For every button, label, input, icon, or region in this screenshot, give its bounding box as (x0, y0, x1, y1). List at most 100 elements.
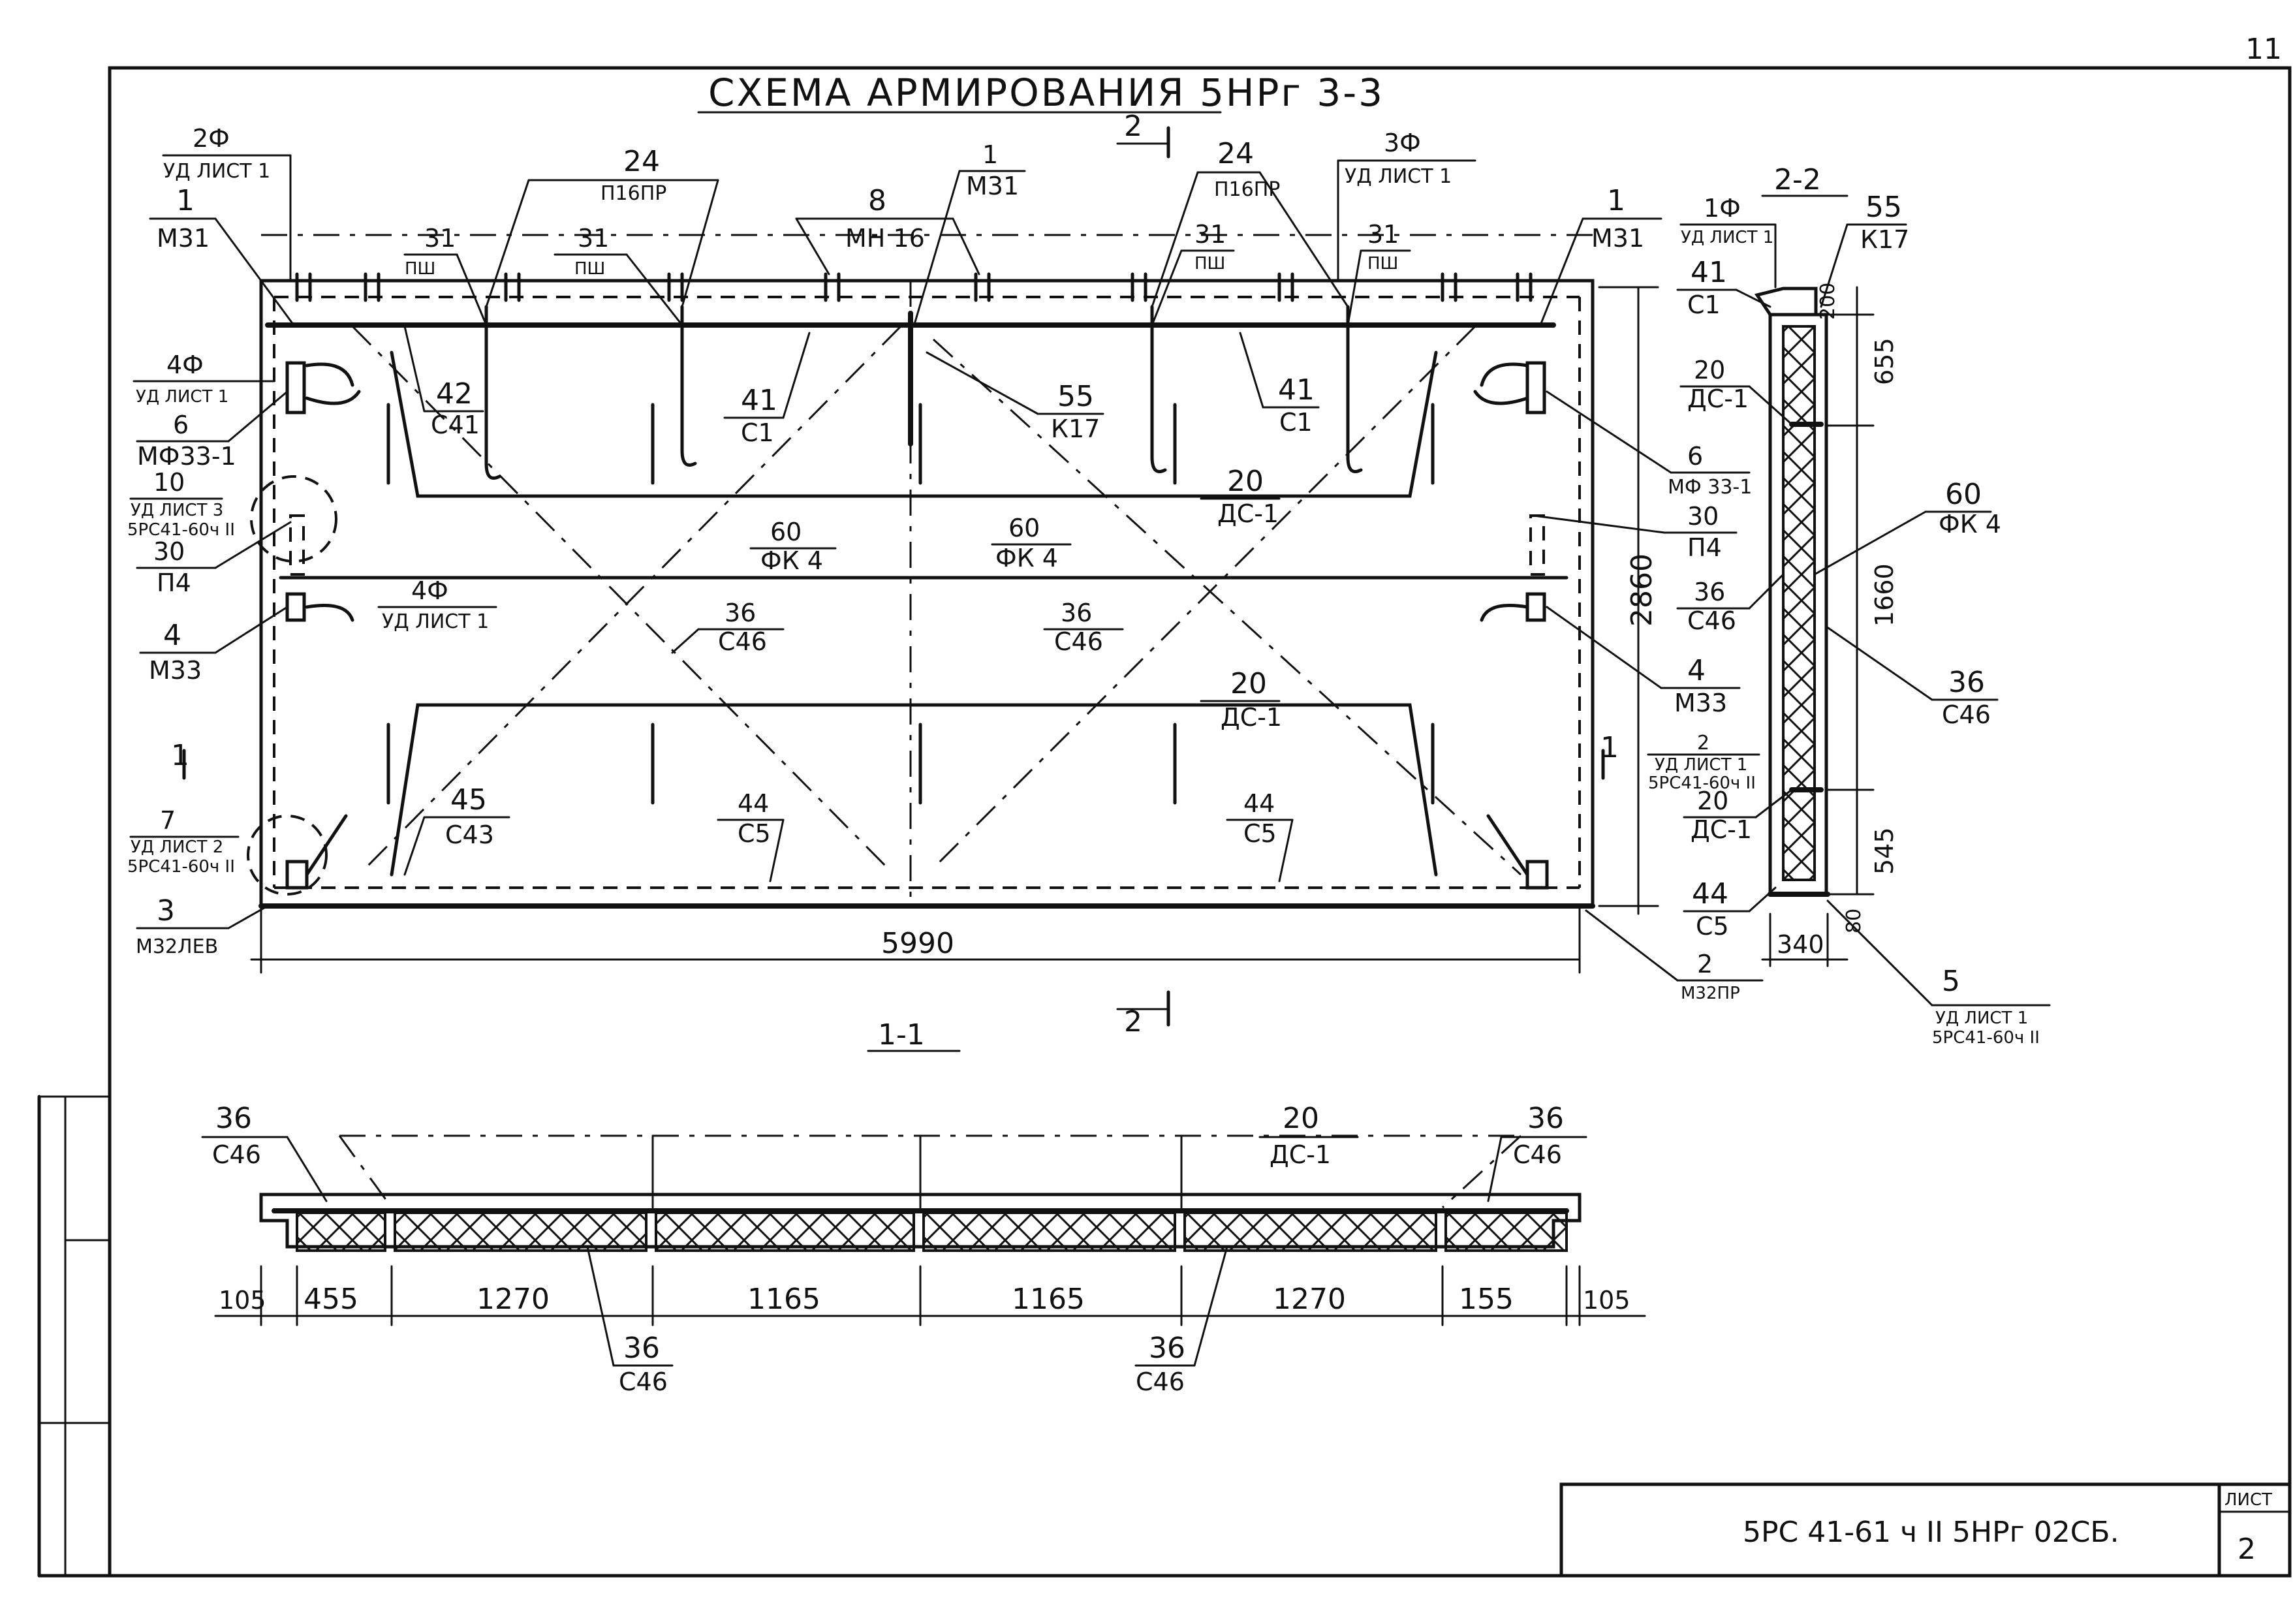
svg-text:5РС41-60ч II: 5РС41-60ч II (127, 520, 235, 540)
svg-text:41: 41 (1691, 256, 1727, 289)
svg-text:М33: М33 (1674, 689, 1727, 717)
svg-text:36: 36 (623, 1332, 660, 1365)
s22-callout-20-top: 20 ДС-1 (1679, 356, 1793, 426)
svg-text:ПШ: ПШ (574, 259, 605, 279)
s11-dim-1: 455 (304, 1283, 358, 1316)
svg-text:24: 24 (1217, 137, 1254, 170)
svg-text:36: 36 (1527, 1102, 1564, 1135)
dim-length: 5990 (881, 927, 954, 960)
dim-80: 80 (1843, 909, 1865, 933)
svg-text:6: 6 (1687, 442, 1703, 471)
svg-text:44: 44 (738, 789, 769, 818)
svg-text:УД ЛИСТ 1: УД ЛИСТ 1 (1935, 1008, 2028, 1028)
s22-callout-2: 2 УД ЛИСТ 1 5РС41-60ч II (1647, 732, 1760, 793)
callout-1-m31-left: 1 М31 (149, 184, 295, 326)
svg-text:С5: С5 (1243, 819, 1277, 848)
svg-text:42: 42 (436, 377, 473, 411)
svg-text:1: 1 (1607, 184, 1625, 217)
elevation-view: 5990 2860 (250, 234, 1659, 974)
svg-text:С46: С46 (619, 1367, 668, 1396)
svg-text:20: 20 (1697, 787, 1728, 815)
svg-text:С46: С46 (1687, 606, 1736, 635)
dim-545: 545 (1870, 827, 1899, 875)
svg-text:П4: П4 (157, 569, 191, 597)
svg-text:ДС-1: ДС-1 (1691, 815, 1752, 844)
callout-31-a: 31 ПШ (403, 224, 488, 326)
callout-60-left: 60 ФК 4 (749, 518, 837, 575)
svg-text:36: 36 (1061, 599, 1092, 627)
svg-text:С46: С46 (212, 1140, 261, 1169)
svg-text:П16ПР: П16ПР (601, 182, 666, 205)
svg-text:20: 20 (1227, 465, 1264, 498)
svg-text:С43: С43 (445, 820, 494, 849)
svg-text:ФК 4: ФК 4 (760, 546, 823, 575)
s22-callout-36-left: 36 С46 (1676, 573, 1785, 635)
svg-text:24: 24 (623, 145, 660, 178)
svg-text:20: 20 (1283, 1102, 1319, 1135)
s22-callout-20-bottom: 20 ДС-1 (1683, 787, 1793, 844)
svg-text:31: 31 (578, 224, 609, 253)
section-2-2-view: 2-2 200 655 1660 545 80 340 (1754, 163, 1899, 967)
svg-text:41: 41 (1278, 373, 1315, 407)
s22-callout-55: 55 К17 (1820, 191, 1909, 308)
svg-text:К17: К17 (1860, 225, 1909, 254)
svg-text:УД ЛИСТ 1: УД ЛИСТ 1 (1681, 228, 1773, 247)
page-title: СХЕМА АРМИРОВАНИЯ 5НРг 3-3 (708, 70, 1384, 115)
section-1-mark: 1 1 (171, 731, 1619, 780)
s11-dim-6: 155 (1459, 1283, 1514, 1316)
svg-text:С46: С46 (718, 627, 767, 656)
svg-text:С46: С46 (1054, 627, 1103, 656)
s22-callout-60: 60 ФК 4 (1813, 478, 2001, 576)
callout-45: 45 С43 (403, 783, 510, 876)
callout-24-right: 24 П16ПР (1151, 137, 1349, 308)
dim-1660: 1660 (1870, 563, 1899, 627)
callout-10: 10 УД ЛИСТ 3 5РС41-60ч II (127, 468, 337, 563)
section-2-2-label: 2-2 (1774, 163, 1821, 196)
svg-text:С46: С46 (1942, 700, 1991, 729)
s22-callout-5: 5 УД ЛИСТ 1 5РС41-60ч II (1826, 899, 2051, 1048)
callout-55: 55 К17 (926, 351, 1104, 443)
title-block: 5РС 41-61 ч II 5НРг 02СБ. ЛИСТ 2 (1559, 1482, 2292, 1578)
svg-text:55: 55 (1057, 380, 1094, 413)
callout-31-b: 31 ПШ (554, 224, 683, 326)
callout-4-right: 4 М33 (1546, 606, 1741, 717)
s11-callout-36-left: 36 С46 (201, 1102, 328, 1202)
s11-callout-20: 20 ДС-1 (1258, 1102, 1359, 1169)
callout-30-left: 30 П4 (136, 521, 292, 597)
svg-text:36: 36 (1694, 578, 1725, 606)
callout-6-left: 6 МФ33-1 (136, 390, 289, 471)
svg-text:С46: С46 (1136, 1367, 1185, 1396)
svg-text:45: 45 (450, 783, 487, 817)
dim-height: 2860 (1625, 554, 1659, 627)
sheet-frame (37, 66, 2292, 1578)
svg-text:М31: М31 (966, 172, 1019, 200)
svg-text:МФ33-1: МФ33-1 (137, 442, 236, 471)
svg-text:М33: М33 (149, 656, 202, 685)
s11-dim-3: 1165 (747, 1283, 820, 1316)
callout-41-right: 41 С1 (1239, 332, 1320, 437)
dim-200: 200 (1817, 283, 1839, 320)
svg-text:С1: С1 (1687, 290, 1721, 319)
callout-31-c: 31 ПШ (1151, 220, 1235, 326)
svg-text:ДС-1: ДС-1 (1217, 499, 1279, 528)
svg-text:8: 8 (868, 184, 886, 217)
svg-text:ФК 4: ФК 4 (995, 544, 1058, 572)
s11-dim-5: 1270 (1273, 1283, 1346, 1316)
svg-text:60: 60 (1945, 478, 1982, 511)
callout-3f: 3Ф УД ЛИСТ 1 (1337, 129, 1476, 282)
svg-text:10: 10 (153, 468, 185, 497)
section-1-1-label: 1-1 (867, 1018, 961, 1052)
svg-text:М31: М31 (1591, 224, 1644, 253)
svg-text:УД ЛИСТ 1: УД ЛИСТ 1 (136, 387, 228, 407)
svg-text:44: 44 (1243, 789, 1275, 818)
svg-text:2Ф: 2Ф (193, 124, 230, 153)
svg-text:36: 36 (215, 1102, 252, 1135)
top-loops (295, 272, 1533, 302)
svg-text:4Ф: 4Ф (166, 351, 204, 379)
section-1-1-view: 105 455 1270 1165 1165 1270 155 105 (214, 1134, 1646, 1326)
svg-text:УД ЛИСТ 1: УД ЛИСТ 1 (163, 160, 270, 183)
s11-dim-0: 105 (219, 1286, 266, 1315)
callout-2-m32pr: 2 М32ПР (1585, 909, 1764, 1003)
svg-text:УД ЛИСТ 3: УД ЛИСТ 3 (131, 501, 223, 520)
